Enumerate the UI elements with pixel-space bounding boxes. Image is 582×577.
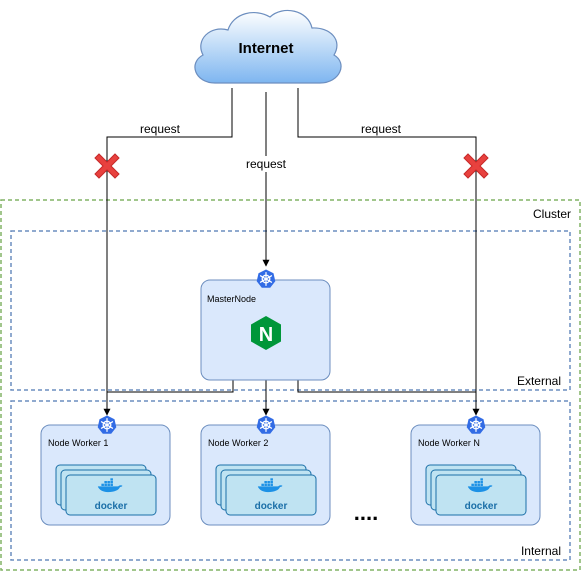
node-worker-1[interactable]: Node Worker 1 docker	[40, 424, 171, 526]
ellipsis: ....	[354, 500, 378, 525]
docker-label: docker	[255, 501, 288, 512]
edge-master-worker-1	[107, 380, 234, 393]
internal-group	[10, 400, 571, 561]
external-label: External	[517, 374, 561, 388]
node-worker-n[interactable]: Node Worker N docker	[410, 424, 541, 526]
internet-cloud: Internet	[194, 9, 342, 84]
edge-master-worker-n	[297, 380, 476, 393]
cluster-group	[0, 199, 581, 571]
docker-container-stack: docker	[215, 464, 317, 516]
nginx-logo: N	[251, 316, 281, 350]
master-node[interactable]: MasterNode N	[200, 279, 331, 381]
edge-center-request: request	[240, 92, 292, 267]
edge-right-request: request	[297, 88, 480, 416]
node-worker-n-label: Node Worker N	[418, 438, 480, 448]
docker-container-stack: docker	[55, 464, 157, 516]
node-worker-2-label: Node Worker 2	[208, 438, 268, 448]
internet-label: Internet	[238, 40, 293, 57]
external-group	[10, 230, 571, 391]
edge-left-label: request	[140, 122, 181, 136]
master-node-label: MasterNode	[207, 294, 256, 304]
edge-right-label: request	[361, 122, 402, 136]
docker-container-stack: docker	[425, 464, 527, 516]
node-worker-1-label: Node Worker 1	[48, 438, 108, 448]
edge-left-request: request	[103, 88, 233, 416]
cluster-label: Cluster	[533, 207, 571, 221]
docker-label: docker	[95, 501, 128, 512]
docker-label: docker	[465, 501, 498, 512]
svg-text:N: N	[259, 324, 273, 346]
edge-center-label: request	[246, 157, 287, 171]
node-worker-2[interactable]: Node Worker 2 docker	[200, 424, 331, 526]
internal-label: Internal	[521, 544, 561, 558]
